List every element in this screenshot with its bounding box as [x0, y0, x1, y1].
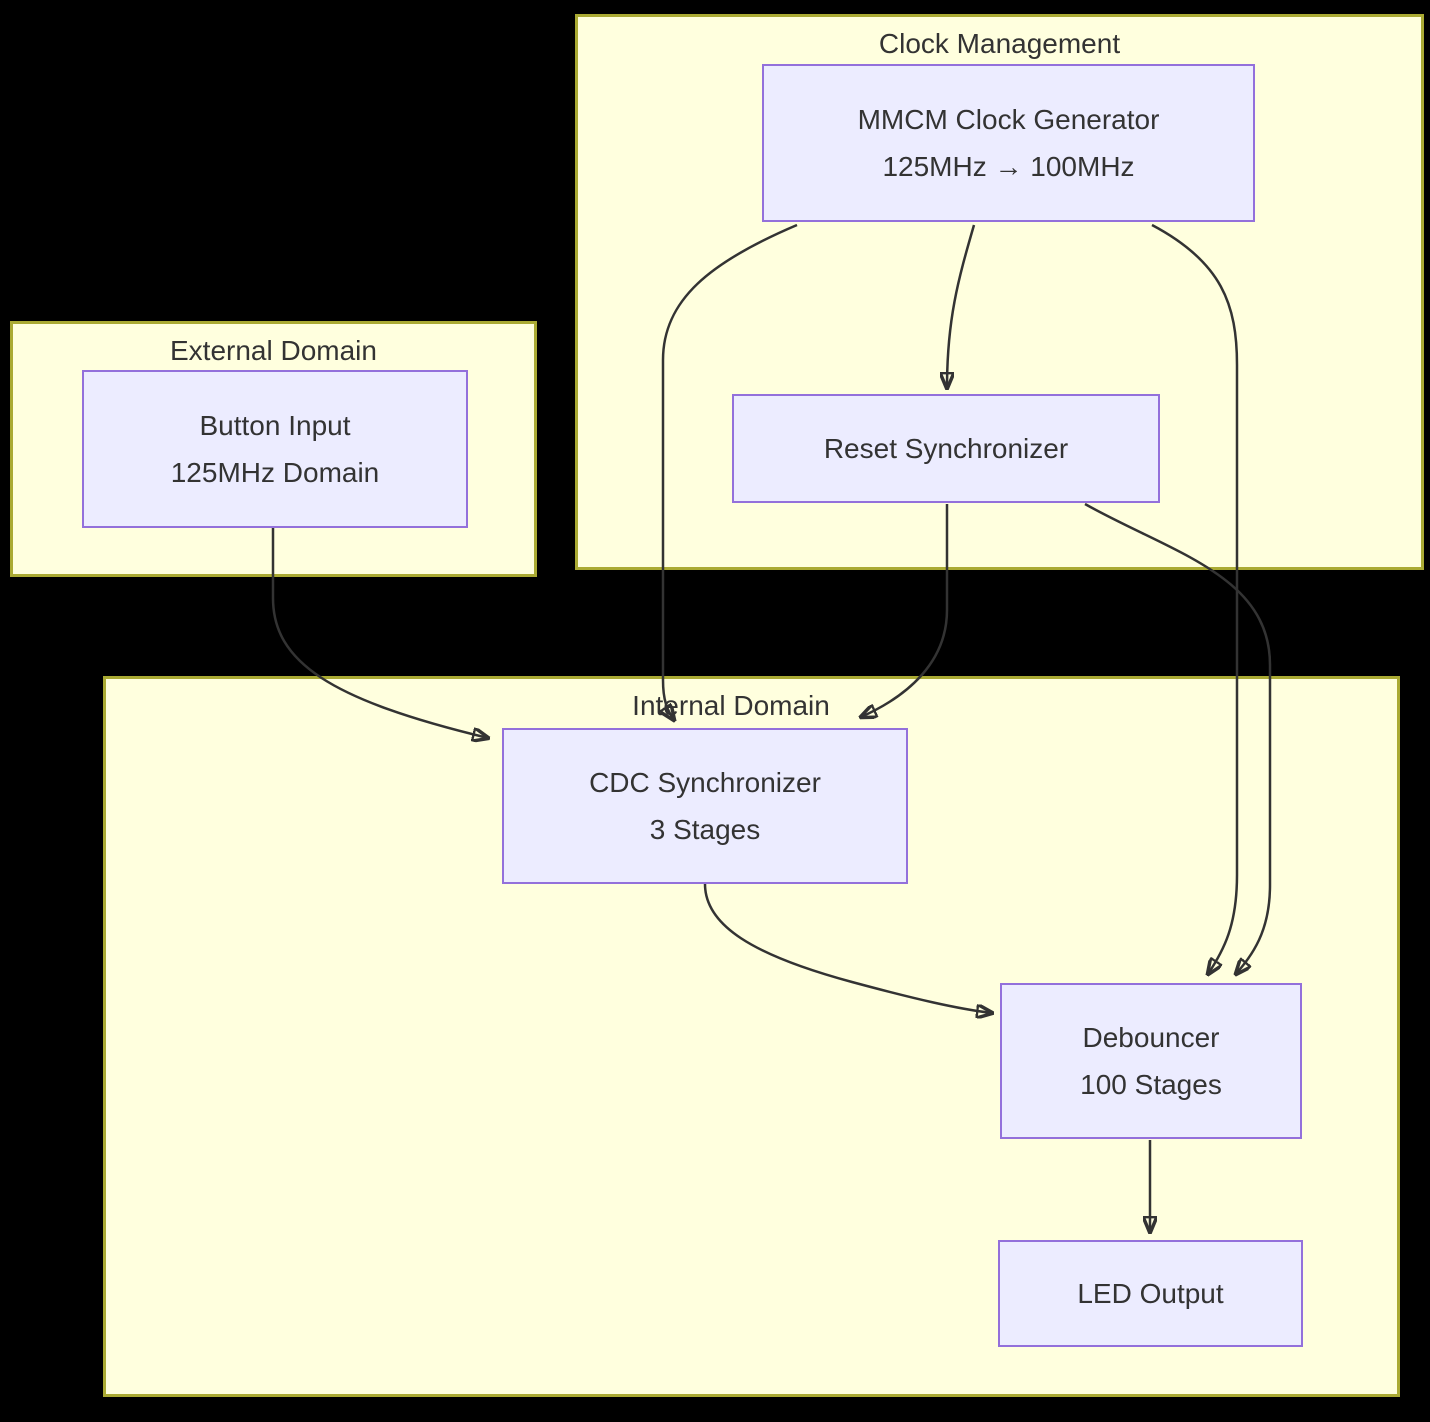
node-mmcm-clock-generator: MMCM Clock Generator 125MHz → 100MHz	[762, 64, 1255, 222]
subgraph-clock-management-label: Clock Management	[878, 28, 1121, 59]
edge-mmcm-to-cdc-synchronizer	[663, 223, 798, 720]
edge-reset-synchronizer-to-debouncer	[1084, 502, 1272, 974]
node-debouncer: Debouncer 100 Stages	[1000, 983, 1302, 1139]
edge-mmcm-to-debouncer	[1151, 223, 1239, 974]
edge-button-input-to-cdc-synchronizer	[271, 528, 488, 738]
node-led-output: LED Output	[998, 1240, 1303, 1347]
node-debouncer-line2: 100 Stages	[1080, 1069, 1222, 1100]
edge-reset-synchronizer-to-cdc-synchronizer	[861, 504, 949, 717]
node-button-input-line2: 125MHz Domain	[170, 457, 380, 488]
node-debouncer-line1: Debouncer	[1082, 1022, 1220, 1053]
node-led-output-line1: LED Output	[1077, 1278, 1224, 1309]
node-reset-synchronizer-line1: Reset Synchronizer	[823, 433, 1069, 464]
edge-cdc-synchronizer-to-debouncer	[703, 883, 992, 1013]
node-reset-synchronizer: Reset Synchronizer	[732, 394, 1160, 503]
subgraph-external-domain-label: External Domain	[170, 335, 377, 366]
node-button-input-line1: Button Input	[199, 410, 351, 441]
edge-mmcm-to-reset-synchronizer	[947, 224, 976, 388]
node-mmcm-line1: MMCM Clock Generator	[857, 104, 1160, 135]
node-mmcm-line2: 125MHz → 100MHz	[882, 151, 1135, 182]
node-cdc-synchronizer-line1: CDC Synchronizer	[589, 767, 821, 798]
node-button-input: Button Input 125MHz Domain	[82, 370, 468, 528]
node-cdc-synchronizer: CDC Synchronizer 3 Stages	[502, 728, 908, 884]
node-cdc-synchronizer-line2: 3 Stages	[649, 814, 761, 845]
